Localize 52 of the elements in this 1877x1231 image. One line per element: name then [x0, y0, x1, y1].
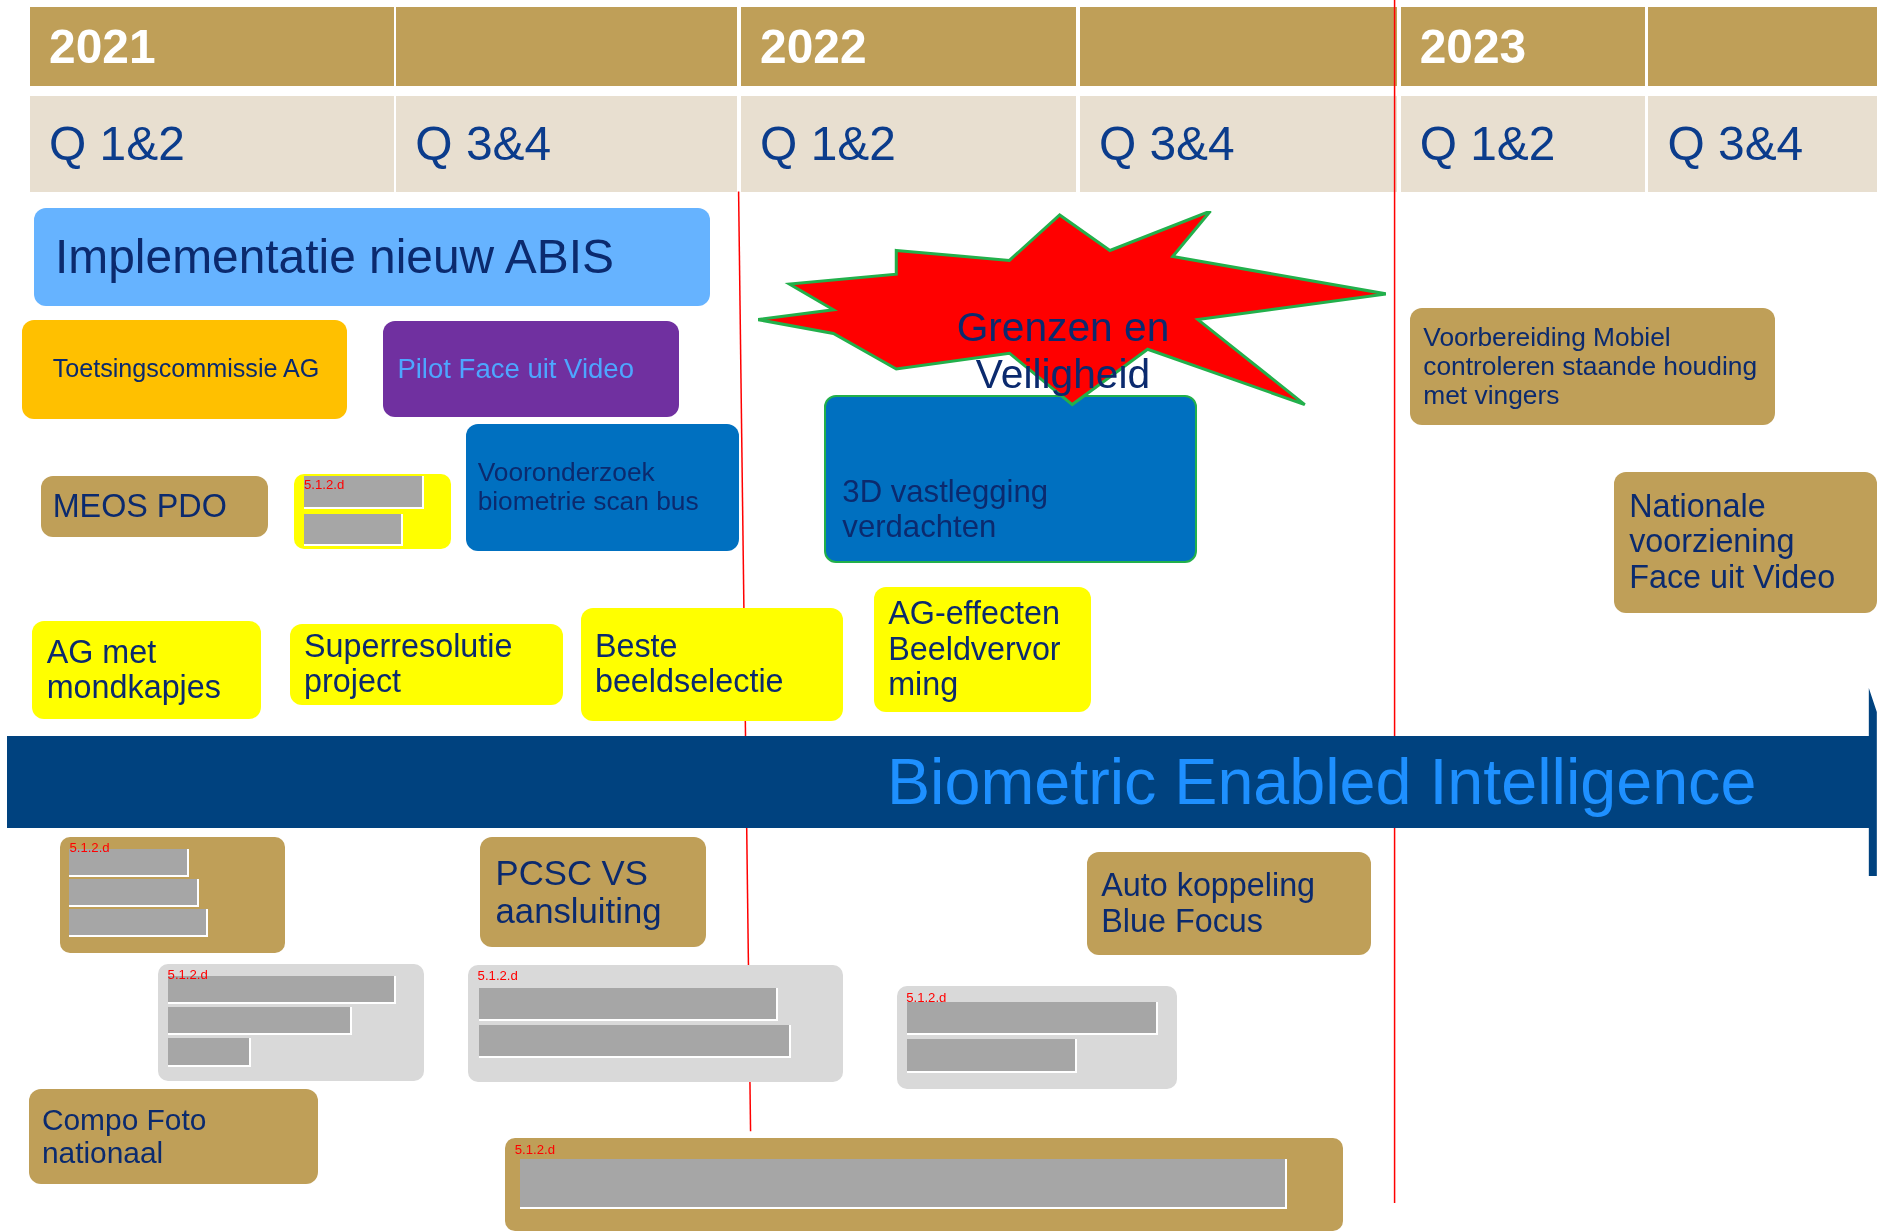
year-label: 2022	[760, 18, 867, 75]
activity-text: Beste beeldselectie	[594, 628, 785, 700]
activity-text: Voorbereiding Mobiel controleren staande houding met vingers	[1423, 322, 1759, 410]
redaction-code: 5.1.2.d	[906, 988, 947, 1007]
activity-text: Compo Foto nationaal	[41, 1103, 208, 1170]
redacted-box	[505, 1138, 1344, 1231]
redacted-box	[468, 964, 843, 1083]
redacted-box	[158, 963, 424, 1081]
activity-box	[480, 836, 707, 947]
redaction-code: 5.1.2.d	[167, 965, 208, 984]
activity-text: AG-effecten Beeldvervorming	[888, 596, 1062, 703]
activity-box	[383, 320, 679, 417]
quarter-label: Q 3&4	[1098, 115, 1235, 172]
activity-text: Nationale voorziening Face uit Video	[1629, 488, 1837, 596]
quarter-label: Q 1&2	[1419, 115, 1556, 172]
activity-box	[823, 395, 1198, 563]
activity-box	[873, 586, 1091, 713]
activity-box	[580, 608, 843, 721]
activity-text: MEOS PDO	[52, 489, 228, 525]
activity-text: Superresolutie project	[304, 628, 514, 700]
activity-text: Auto koppeling Blue Focus	[1101, 868, 1317, 940]
quarter-label: Q 1&2	[760, 115, 896, 172]
activity-text: Toetsingscommissie AG	[52, 355, 321, 384]
activity-box	[28, 1089, 319, 1184]
quarter-label: Q 3&4	[1667, 115, 1804, 172]
activity-box	[1086, 852, 1371, 956]
redacted-box	[896, 986, 1177, 1090]
activity-text: AG met mondkapjes	[46, 634, 222, 706]
activity-text: Implementatie nieuw ABIS	[55, 231, 615, 284]
activity-box	[33, 208, 710, 307]
redaction-code: 5.1.2.d	[477, 967, 518, 985]
activity-text: PCSC VS aansluiting	[495, 853, 663, 930]
activity-text: Pilot Face uit Video	[397, 353, 635, 384]
redacted-box	[294, 474, 452, 550]
activity-box	[465, 423, 739, 551]
quarter-label: Q 3&4	[415, 115, 552, 172]
redacted-box	[59, 836, 285, 953]
year-label: 2023	[1419, 18, 1527, 75]
activity-box	[1613, 471, 1877, 613]
activity-box	[32, 621, 261, 720]
activity-box	[1410, 307, 1776, 425]
year-label: 2021	[49, 18, 156, 75]
band-title: Biometric Enabled Intelligence	[887, 743, 1757, 820]
activity-box	[21, 319, 348, 419]
redaction-code: 5.1.2.d	[514, 1140, 555, 1159]
quarter-label: Q 1&2	[49, 115, 185, 172]
activity-text: 3D vastlegging verdachten	[842, 475, 1050, 544]
activity-box	[40, 476, 269, 538]
redaction-code: 5.1.2.d	[69, 838, 110, 857]
activity-box	[289, 623, 563, 706]
activity-text: Vooronderzoek biometrie scan bus	[477, 458, 700, 517]
redaction-code: 5.1.2.d	[304, 476, 345, 495]
